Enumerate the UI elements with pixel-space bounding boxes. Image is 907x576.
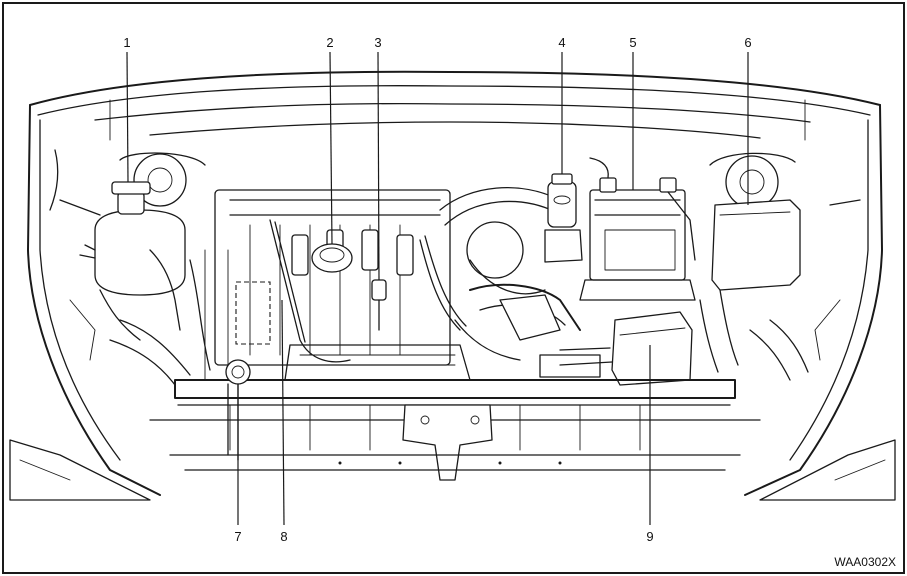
hood-latch xyxy=(402,404,493,481)
misc-hoses xyxy=(59,199,861,386)
fuse-relay-box xyxy=(699,199,801,373)
callout-7: 7 xyxy=(234,529,241,544)
hood-and-fenders xyxy=(9,70,896,501)
windshield-washer-tank xyxy=(539,311,693,386)
leader-2 xyxy=(329,51,333,245)
callout-3: 3 xyxy=(374,35,381,50)
callout-9: 9 xyxy=(646,529,653,544)
callout-5: 5 xyxy=(629,35,636,50)
radiator-support xyxy=(149,359,761,481)
callout-8: 8 xyxy=(280,529,287,544)
callout-2: 2 xyxy=(326,35,333,50)
callout-6: 6 xyxy=(744,35,751,50)
figure-code: WAA0302X xyxy=(834,555,896,569)
radiator-cap xyxy=(225,359,251,385)
callout-labels: 1 2 3 4 5 6 7 8 9 xyxy=(123,35,751,544)
engine-block xyxy=(189,189,471,381)
air-intake xyxy=(439,187,581,361)
leader-3 xyxy=(377,51,380,281)
callout-1: 1 xyxy=(123,35,130,50)
relay-area xyxy=(235,281,271,345)
battery xyxy=(579,157,696,301)
callout-4: 4 xyxy=(558,35,565,50)
brake-fluid-reservoir xyxy=(544,173,583,263)
callout-leaders xyxy=(126,51,749,526)
leader-8 xyxy=(281,299,285,526)
leader-1 xyxy=(126,51,129,183)
oil-dipstick xyxy=(371,279,387,301)
coolant-reservoir xyxy=(79,181,186,341)
